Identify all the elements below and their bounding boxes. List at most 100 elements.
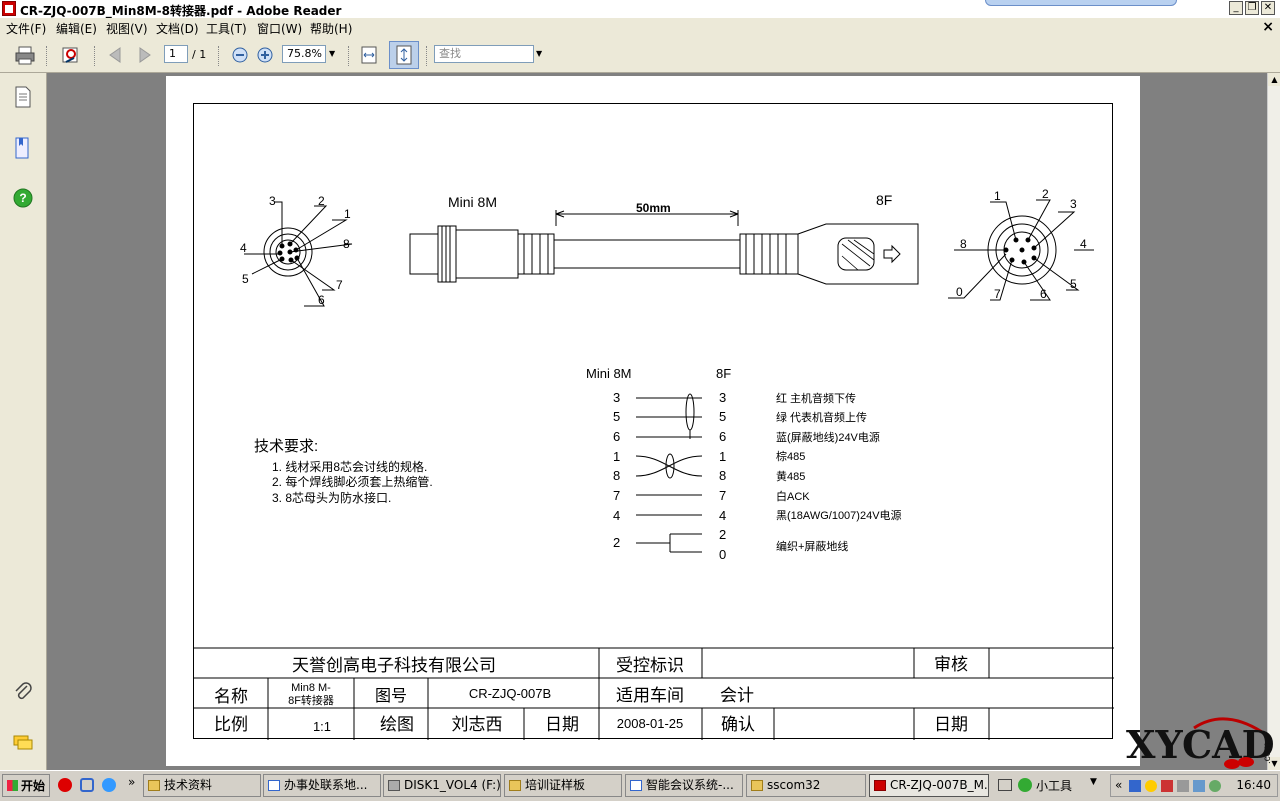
- 8f-face-diagram: [948, 199, 1094, 301]
- fit-page-button[interactable]: [389, 41, 419, 69]
- taskbar-button[interactable]: 技术资料: [143, 774, 261, 797]
- left-pin-label: 2: [318, 194, 325, 208]
- tools-label[interactable]: 小工具: [1036, 779, 1073, 793]
- close-document-icon[interactable]: ×: [1262, 19, 1274, 35]
- tech-requirement-item: 2. 每个焊线脚必须套上热缩管.: [272, 474, 433, 489]
- menu-view[interactable]: 视图(V): [106, 22, 148, 36]
- weibo-icon[interactable]: [58, 778, 72, 792]
- confirm-label: 确认: [721, 715, 755, 734]
- wire-description: 编织+屏蔽地线: [776, 539, 848, 553]
- network-icon[interactable]: [1177, 780, 1189, 792]
- menu-tools[interactable]: 工具(T): [206, 22, 247, 36]
- zoom-dropdown-icon[interactable]: ▼: [329, 49, 336, 58]
- applicable-workshop-label: 适用车间: [616, 686, 684, 705]
- tray-expand-icon[interactable]: «: [1115, 778, 1123, 792]
- wire-to-pin: 1: [719, 449, 726, 464]
- wire-from-pin: 8: [613, 468, 620, 483]
- left-pin-label: 1: [344, 207, 351, 221]
- find-tool-icon[interactable]: [60, 44, 82, 66]
- right-pin-label: 3: [1070, 197, 1077, 211]
- taskbar-button[interactable]: 智能会议系统-...: [625, 774, 743, 797]
- taskbar-button-active[interactable]: CR-ZJQ-007B_M...: [869, 774, 989, 797]
- comments-icon[interactable]: [12, 731, 34, 755]
- taskbar-button[interactable]: DISK1_VOL4 (F:): [383, 774, 501, 797]
- right-pin-label: 4: [1080, 237, 1087, 251]
- fit-page-icon: [396, 45, 412, 65]
- wire-from-pin: 2: [613, 535, 620, 550]
- part-name-line2: 8F转接器: [288, 693, 334, 707]
- menu-edit[interactable]: 编辑(E): [56, 22, 97, 36]
- taskbar-button[interactable]: 办事处联系地...: [263, 774, 381, 797]
- keyboard-icon[interactable]: [998, 779, 1012, 791]
- bookmarks-icon[interactable]: [12, 136, 34, 160]
- scroll-up-icon[interactable]: ▲: [1268, 73, 1280, 86]
- wiring-header-right: 8F: [716, 366, 731, 381]
- minimize-button[interactable]: _: [1229, 1, 1243, 15]
- tech-requirement-item: 1. 线材采用8芯会讨线的规格.: [272, 459, 427, 474]
- wire-from-pin: 5: [613, 409, 620, 424]
- search-dropdown-icon[interactable]: ▼: [536, 49, 543, 58]
- folder-icon: [148, 780, 160, 791]
- wiring-lines: [635, 393, 703, 553]
- more-quicklaunch-icon[interactable]: »: [128, 775, 136, 789]
- previous-page-icon[interactable]: [104, 44, 126, 66]
- ie-icon[interactable]: [102, 778, 116, 792]
- attachments-icon[interactable]: [12, 680, 34, 704]
- zoom-out-icon[interactable]: [229, 44, 251, 66]
- left-pin-label: 4: [240, 241, 247, 255]
- update-icon[interactable]: [1209, 780, 1221, 792]
- cable-length-label: 50mm: [636, 201, 671, 215]
- pages-icon[interactable]: [12, 85, 34, 109]
- restore-button[interactable]: ❐: [1245, 1, 1259, 15]
- tech-requirement-item: 3. 8芯母头为防水接口.: [272, 490, 391, 505]
- menu-window[interactable]: 窗口(W): [257, 22, 303, 36]
- zoom-level-field[interactable]: 75.8%: [282, 45, 326, 63]
- scroll-down-icon[interactable]: ▼: [1268, 757, 1280, 770]
- toolbar-separator: [426, 46, 428, 66]
- watermark-com: .com: [1262, 742, 1273, 764]
- toolbar: 1 / 1 75.8% ▼ 查找 ▼: [0, 38, 1280, 73]
- zoom-in-icon[interactable]: [254, 44, 276, 66]
- review-label: 审核: [934, 655, 968, 674]
- toolbar-separator: [94, 46, 96, 66]
- left-pin-label: 3: [269, 194, 276, 208]
- taskbar-button[interactable]: 培训证样板: [504, 774, 622, 797]
- close-window-button[interactable]: ✕: [1261, 1, 1275, 15]
- right-pin-label: 8: [960, 237, 967, 251]
- title-search-widget[interactable]: [985, 0, 1177, 6]
- wire-to-pin: 7: [719, 488, 726, 503]
- security-icon[interactable]: [1161, 780, 1173, 792]
- right-pin-label: 6: [1040, 287, 1047, 301]
- volume-icon[interactable]: [1193, 780, 1205, 792]
- fit-width-icon[interactable]: [358, 44, 380, 66]
- menu-file[interactable]: 文件(F): [6, 22, 47, 36]
- menu-bar: 文件(F) 编辑(E) 视图(V) 文档(D) 工具(T) 窗口(W) 帮助(H…: [0, 18, 1280, 38]
- wire-to-pin: 6: [719, 429, 726, 444]
- title-block-grid: [194, 647, 1114, 740]
- qq-icon[interactable]: [1145, 780, 1157, 792]
- pdf-icon: [874, 780, 886, 791]
- page-number-input[interactable]: 1: [164, 45, 188, 63]
- wire-to-pin: 5: [719, 409, 726, 424]
- start-button[interactable]: 开始: [2, 774, 50, 797]
- tray-icon[interactable]: [1129, 780, 1141, 792]
- help-icon[interactable]: ?: [12, 186, 34, 210]
- wire-description: 棕485: [776, 449, 805, 463]
- drawing-number: CR-ZJQ-007B: [469, 686, 551, 701]
- vertical-scrollbar[interactable]: ▲ ▼: [1267, 73, 1280, 770]
- taskbar-button[interactable]: sscom32: [746, 774, 866, 797]
- wire-to-pin: 3: [719, 390, 726, 405]
- search-input[interactable]: 查找: [434, 45, 534, 63]
- tools-dropdown-icon[interactable]: ▼: [1090, 777, 1097, 787]
- page-total: / 1: [192, 48, 207, 61]
- next-page-icon[interactable]: [134, 44, 156, 66]
- menu-document[interactable]: 文档(D): [156, 22, 199, 36]
- part-name-line1: Min8 M-: [291, 682, 331, 694]
- menu-help[interactable]: 帮助(H): [310, 22, 353, 36]
- print-icon[interactable]: [14, 44, 36, 66]
- adobe-reader-icon: [2, 1, 16, 16]
- quicklaunch-icon[interactable]: [80, 778, 94, 792]
- drawn-by-label: 绘图: [380, 715, 414, 734]
- gadget-icon[interactable]: [1018, 778, 1032, 792]
- scale-label: 比例: [214, 715, 248, 734]
